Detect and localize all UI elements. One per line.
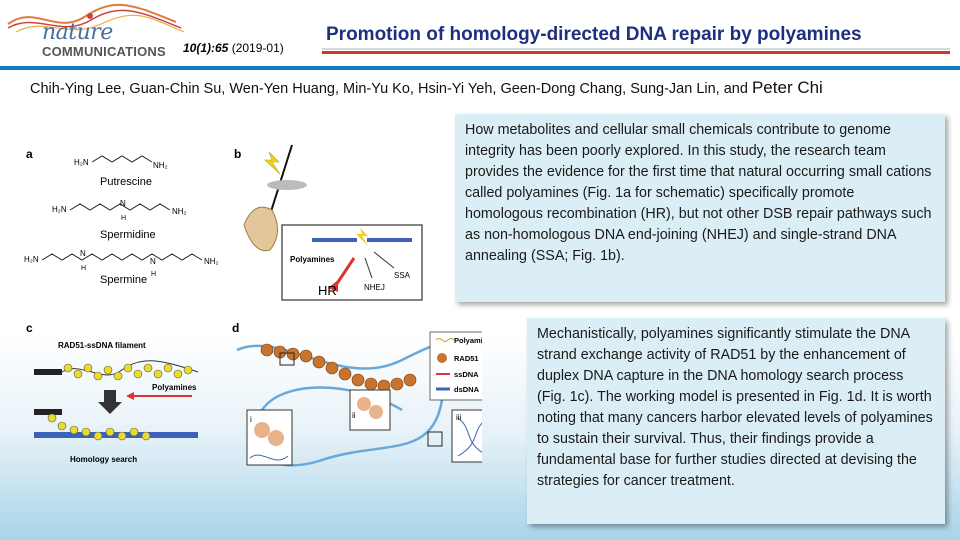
spermine-label: Spermine bbox=[100, 274, 147, 286]
inset-iii-label: iii bbox=[456, 413, 462, 422]
spermine-nh2: NH₂ bbox=[204, 257, 219, 266]
page-title: Promotion of homology-directed DNA repai… bbox=[326, 24, 862, 45]
summary-paragraph-1: How metabolites and cellular small chemi… bbox=[455, 114, 945, 302]
authors-pi: Peter Chi bbox=[751, 78, 823, 97]
inset-ii-label: ii bbox=[352, 411, 356, 420]
spermidine-h: H bbox=[121, 215, 126, 222]
citation: 10(1):65 (2019-01) bbox=[183, 41, 284, 55]
author-list: Chih-Ying Lee, Guan-Chin Su, Wen-Yen Hua… bbox=[30, 78, 823, 98]
figure-1: a H₂N NH₂ Putrescine H₂N N H NH₂ Spermid… bbox=[24, 144, 482, 467]
legend-rad51: RAD51 bbox=[454, 354, 479, 363]
putrescine-nh2: NH₂ bbox=[153, 161, 168, 170]
spermine-h2: H bbox=[151, 271, 156, 278]
header-divider bbox=[0, 66, 960, 70]
spermidine-label: Spermidine bbox=[100, 229, 156, 241]
citation-volume: 10(1):65 bbox=[183, 41, 229, 55]
title-rule-grey bbox=[322, 48, 950, 50]
putrescine-structure bbox=[91, 155, 153, 163]
panel-c-filament-label: RAD51-ssDNA filament bbox=[58, 341, 146, 350]
working-model-illustration bbox=[236, 331, 482, 467]
spermine-n1: N bbox=[80, 249, 86, 258]
logo-waves-icon bbox=[7, 3, 185, 33]
spermine-n2: N bbox=[150, 257, 156, 266]
panel-b-polyamines: Polyamines bbox=[290, 255, 335, 264]
summary-paragraph-2: Mechanistically, polyamines significantl… bbox=[527, 318, 945, 524]
citation-date: (2019-01) bbox=[231, 41, 284, 55]
panel-c-homology-search: Homology search bbox=[70, 455, 137, 464]
rad51-filament-illustration bbox=[34, 360, 199, 441]
spermidine-structure bbox=[69, 203, 171, 211]
title-rule-red bbox=[322, 51, 950, 54]
spermine-structure bbox=[41, 253, 203, 261]
panel-b-label: b bbox=[234, 147, 241, 161]
authors-main: Chih-Ying Lee, Guan-Chin Su, Wen-Yen Hua… bbox=[30, 81, 752, 97]
hair-follicle-illustration bbox=[243, 144, 307, 252]
spermidine-nh2: NH₂ bbox=[172, 207, 187, 216]
journal-logo: nature COMMUNICATIONS bbox=[6, 2, 186, 62]
logo-nature-text: nature bbox=[42, 20, 113, 45]
panel-b-hr: HR bbox=[318, 283, 337, 298]
header: nature COMMUNICATIONS 10(1):65 (2019-01)… bbox=[0, 0, 960, 68]
panel-c-polyamines: Polyamines bbox=[152, 383, 197, 392]
putrescine-h2n: H₂N bbox=[74, 158, 89, 167]
spermine-h1: H bbox=[81, 265, 86, 272]
panel-a-label: a bbox=[26, 147, 33, 161]
legend-dsdna: dsDNA bbox=[454, 385, 480, 394]
dna-repair-inset bbox=[281, 224, 423, 301]
legend-ssdna: ssDNA bbox=[454, 370, 479, 379]
spermine-h2n: H₂N bbox=[24, 255, 39, 264]
spermidine-n: N bbox=[120, 199, 126, 208]
panel-b-ssa: SSA bbox=[394, 271, 411, 280]
panel-d-label: d bbox=[232, 321, 239, 335]
spermidine-h2n: H₂N bbox=[52, 205, 67, 214]
legend-polyamine: Polyamine bbox=[454, 336, 482, 345]
logo-communications-text: COMMUNICATIONS bbox=[42, 44, 166, 59]
putrescine-label: Putrescine bbox=[100, 176, 152, 188]
inset-i-label: i bbox=[250, 415, 252, 424]
panel-b-nhej: NHEJ bbox=[364, 283, 385, 292]
panel-c-label: c bbox=[26, 321, 33, 335]
